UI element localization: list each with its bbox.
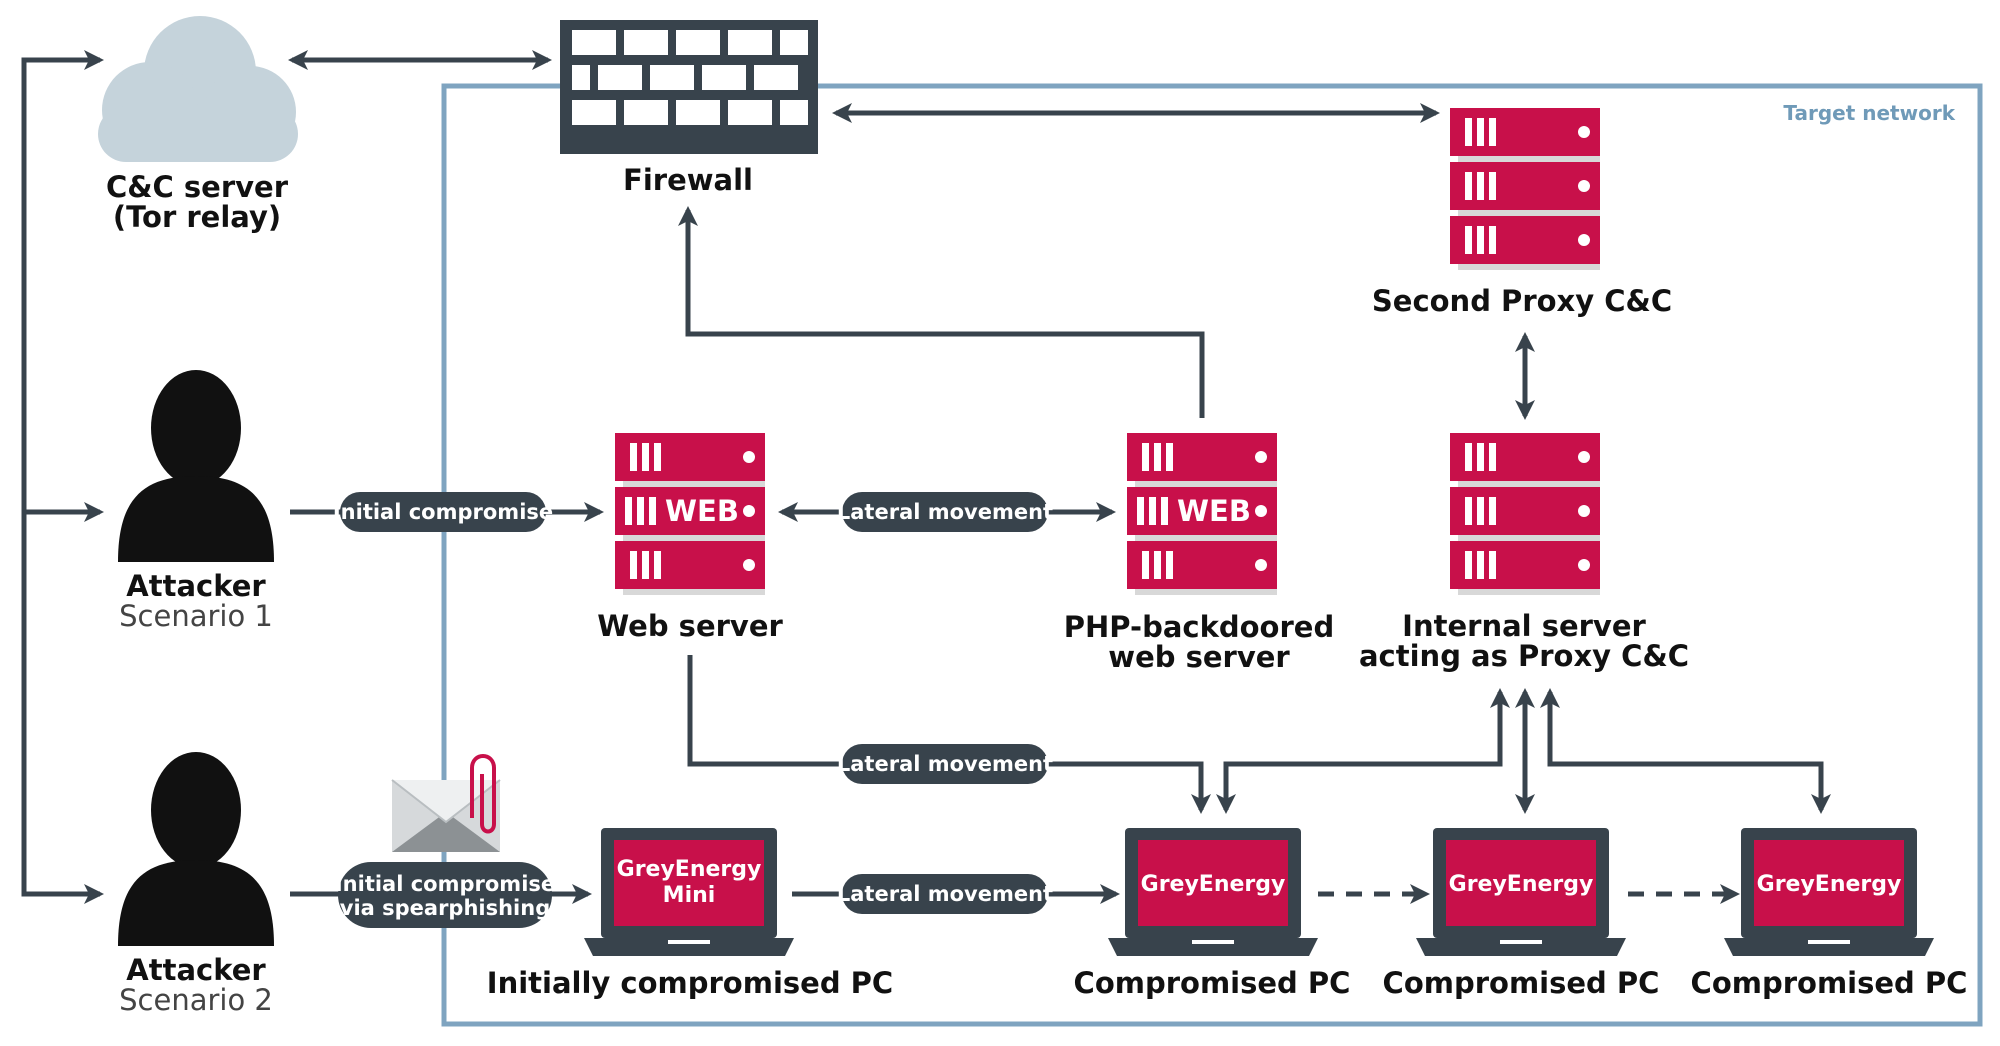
email-attachment-icon <box>391 754 501 852</box>
person-icon <box>118 752 274 946</box>
web-to-pc1-line <box>687 655 1211 814</box>
php-server-node: WEB PHP-backdoored web server <box>1064 433 1334 674</box>
cc-server-label: C&C server <box>106 170 289 204</box>
pc2-label: Compromised PC <box>1383 966 1660 1000</box>
edge-label-lateral-pc-pc: Lateral movement <box>837 874 1053 914</box>
php-server-sublabel: web server <box>1108 640 1290 674</box>
second-proxy-label: Second Proxy C&C <box>1372 284 1672 318</box>
attacker1-title: Attacker <box>126 569 266 603</box>
server-stack-icon <box>1450 108 1600 270</box>
person-icon <box>118 370 274 562</box>
lateral-web-pc-text: Lateral movement <box>837 752 1053 776</box>
pc2-screen-text: GreyEnergy <box>1449 872 1594 897</box>
web-server-label: Web server <box>597 609 783 643</box>
attacker1-subtitle: Scenario 1 <box>119 599 273 633</box>
pc1-screen-text: GreyEnergy <box>1141 872 1286 897</box>
second-proxy-node: Second Proxy C&C <box>1372 108 1672 318</box>
attacker2-title: Attacker <box>126 953 266 987</box>
internal-server-node: Internal server acting as Proxy C&C <box>1359 433 1689 673</box>
compromised-pc2-node: GreyEnergy Compromised PC <box>1383 828 1660 1000</box>
spearphishing-text-line2: via spearphishing <box>340 896 550 920</box>
php-server-tag: WEB <box>1177 494 1251 528</box>
firewall-label: Firewall <box>623 163 753 197</box>
cc-server-sublabel: (Tor relay) <box>113 200 281 234</box>
php-server-label: PHP-backdoored <box>1064 610 1334 644</box>
attacker-bracket-line <box>21 50 104 904</box>
compromised-pc1-node: GreyEnergy Compromised PC <box>1074 828 1351 1000</box>
firewall-icon <box>560 20 818 154</box>
edge-label-lateral-web-pc: Lateral movement <box>837 744 1053 784</box>
server-stack-icon <box>1450 433 1600 595</box>
laptop-icon: GreyEnergy <box>1108 828 1318 956</box>
internal-server-label: Internal server <box>1402 609 1646 643</box>
edge-label-spearphishing: Initial compromise via spearphishing <box>335 862 555 928</box>
initial-pc-label: Initially compromised PC <box>487 966 893 1000</box>
internal-pc1-line <box>1216 688 1510 814</box>
laptop-icon: GreyEnergy <box>1724 828 1934 956</box>
initial-compromise-text: Initial compromise <box>333 500 553 524</box>
firewall-node: Firewall <box>560 20 818 197</box>
laptop-icon: GreyEnergy Mini <box>584 828 794 956</box>
web-server-node: WEB Web server <box>597 433 783 643</box>
pc3-screen-text: GreyEnergy <box>1757 872 1902 897</box>
php-to-firewall-line <box>678 206 1205 418</box>
server-stack-icon: WEB <box>1127 433 1277 595</box>
compromised-pc3-node: GreyEnergy Compromised PC <box>1691 828 1968 1000</box>
initial-pc-screen-line1: GreyEnergy <box>617 857 762 882</box>
edge-label-lateral-web-php: Lateral movement <box>837 492 1053 532</box>
lateral-web-php-text: Lateral movement <box>837 500 1053 524</box>
attacker2-node: Attacker Scenario 2 <box>118 752 274 1017</box>
pc1-label: Compromised PC <box>1074 966 1351 1000</box>
attacker2-subtitle: Scenario 2 <box>119 983 273 1017</box>
cloud-icon <box>98 16 298 162</box>
laptop-icon: GreyEnergy <box>1416 828 1626 956</box>
pc3-label: Compromised PC <box>1691 966 1968 1000</box>
lateral-pc-pc-text: Lateral movement <box>837 882 1053 906</box>
initial-pc-screen-line2: Mini <box>663 883 716 908</box>
initial-pc-node: GreyEnergy Mini Initially compromised PC <box>487 828 893 1000</box>
target-network-label: Target network <box>1783 101 1955 125</box>
edge-label-initial-compromise: Initial compromise <box>333 492 553 532</box>
attacker1-node: Attacker Scenario 1 <box>118 370 274 633</box>
cc-server-node: C&C server (Tor relay) <box>98 16 298 234</box>
spearphishing-text-line1: Initial compromise <box>335 872 555 896</box>
target-network-region <box>441 83 1983 1027</box>
internal-pc3-line <box>1540 688 1831 814</box>
server-stack-icon: WEB <box>615 433 765 595</box>
web-server-tag: WEB <box>665 494 739 528</box>
internal-server-sublabel: acting as Proxy C&C <box>1359 639 1689 673</box>
